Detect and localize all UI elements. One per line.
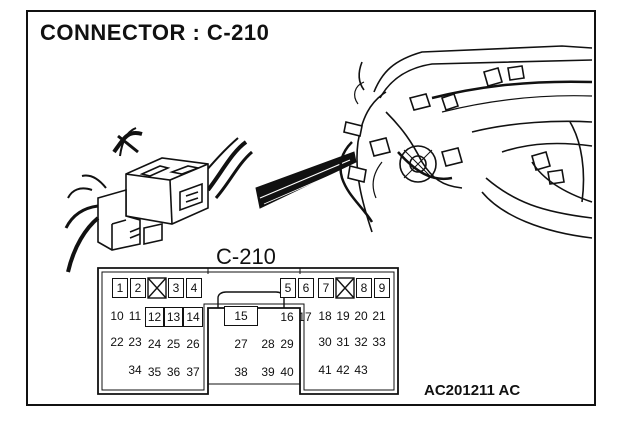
pin-9: 9 — [374, 278, 390, 298]
pin-32: 32 — [354, 335, 368, 349]
pin-39: 39 — [261, 365, 275, 379]
pin-4: 4 — [186, 278, 202, 298]
pin-7: 7 — [318, 278, 334, 298]
pin-1: 1 — [112, 278, 128, 298]
pin-21: 21 — [372, 309, 386, 323]
pin-25: 25 — [166, 337, 181, 351]
pin-2: 2 — [130, 278, 146, 298]
pin-30: 30 — [318, 335, 332, 349]
connector-face-outline — [97, 267, 399, 395]
pin-15: 15 — [224, 306, 258, 326]
pin-41: 41 — [318, 363, 332, 377]
pin-10: 10 — [110, 309, 124, 323]
pin-18: 18 — [318, 309, 332, 323]
pin-17: 17 — [298, 310, 312, 324]
pin-13: 13 — [164, 307, 183, 327]
pin-36: 36 — [166, 365, 181, 379]
connector-face-label: C-210 — [216, 244, 276, 269]
empty-cavity-marks — [147, 277, 355, 299]
pin-28: 28 — [261, 337, 275, 351]
pin-3: 3 — [168, 278, 184, 298]
pin-22: 22 — [110, 335, 124, 349]
pin-23: 23 — [128, 335, 142, 349]
diagram-title: CONNECTOR : C-210 — [40, 20, 270, 45]
connector-housing-illustration — [64, 127, 253, 273]
pin-29: 29 — [280, 337, 294, 351]
pin-26: 26 — [186, 337, 200, 351]
pin-37: 37 — [186, 365, 200, 379]
pin-14: 14 — [183, 307, 203, 327]
pin-42: 42 — [336, 363, 350, 377]
pin-24: 24 — [147, 337, 162, 351]
pin-8: 8 — [356, 278, 372, 298]
pin-34: 34 — [128, 363, 142, 377]
connector-artwork — [64, 45, 593, 395]
diagram-frame: CONNECTOR : C-210 — [26, 10, 596, 406]
pin-40: 40 — [280, 365, 294, 379]
pin-38: 38 — [234, 365, 248, 379]
pin-33: 33 — [372, 335, 386, 349]
pin-5: 5 — [280, 278, 296, 298]
vehicle-harness-illustration — [339, 45, 593, 239]
pin-43: 43 — [354, 363, 368, 377]
pin-35: 35 — [147, 365, 162, 379]
pointer-wedge — [255, 151, 357, 209]
pin-27: 27 — [234, 337, 248, 351]
pin-6: 6 — [298, 278, 314, 298]
pin-11: 11 — [128, 309, 142, 323]
pin-12: 12 — [145, 307, 164, 327]
pin-20: 20 — [354, 309, 368, 323]
figure-reference-code: AC201211 AC — [424, 382, 521, 399]
pin-16: 16 — [280, 310, 294, 324]
pin-31: 31 — [336, 335, 350, 349]
pin-19: 19 — [336, 309, 350, 323]
